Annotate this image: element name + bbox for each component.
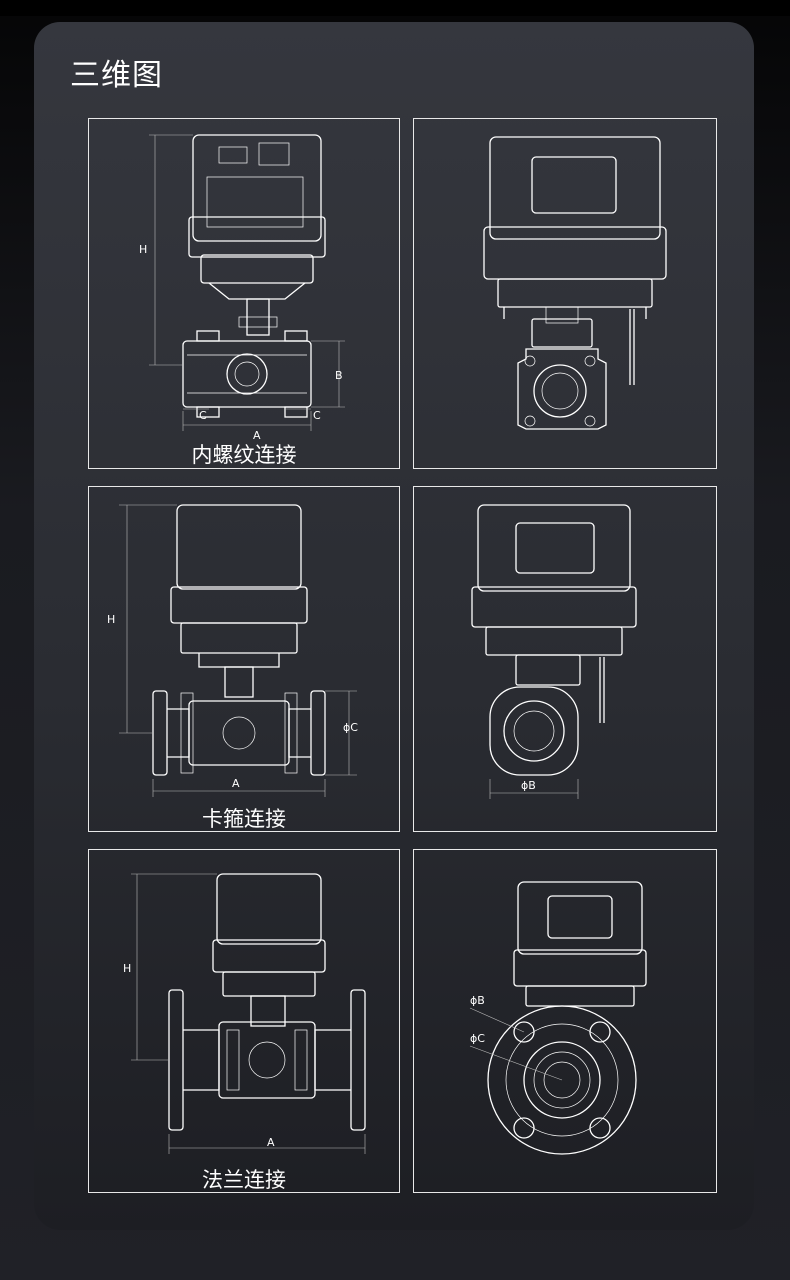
dimension-a-label: A — [267, 1136, 275, 1149]
clamp-valve-side-drawing: ϕB — [471, 504, 637, 799]
dimension-a-label: A — [232, 777, 240, 790]
panel-caption-flange: 法兰连接 — [202, 1168, 286, 1192]
dimension-c-right-label: C — [313, 409, 321, 422]
dimension-phic-label: ϕC — [470, 1032, 485, 1045]
panel-caption-threaded: 内螺纹连接 — [191, 443, 297, 467]
dimension-a-label: A — [253, 429, 261, 442]
drawing-panel-flange-side: ϕB ϕC — [413, 849, 717, 1193]
drawing-panel-clamp-side: ϕB — [413, 486, 717, 832]
dimension-phib-label: ϕB — [521, 779, 536, 792]
drawing-panel-flange-front: H A 法兰连接 — [88, 849, 400, 1193]
dimension-c-left-label: C — [199, 409, 207, 422]
panel-caption-clamp: 卡箍连接 — [202, 807, 286, 831]
flange-valve-front-drawing: H A — [123, 873, 366, 1154]
clamp-valve-front-drawing: H ϕC A — [107, 504, 358, 797]
page-title: 三维图 — [70, 58, 163, 93]
dimension-h-label: H — [139, 243, 147, 256]
dimension-b-label: B — [335, 369, 343, 382]
threaded-valve-side-drawing — [483, 136, 667, 430]
threaded-valve-front-drawing: H B A C C — [139, 134, 345, 442]
dimension-phib-label: ϕB — [470, 994, 485, 1007]
dimension-h-label: H — [107, 613, 115, 626]
content-card — [34, 22, 754, 1230]
top-bar — [0, 0, 790, 16]
dimension-phic-label: ϕC — [343, 721, 358, 734]
drawing-panel-threaded-front: H B A C C 内螺纹连接 — [88, 118, 400, 469]
dimension-h-label: H — [123, 962, 131, 975]
flange-valve-side-drawing: ϕB ϕC — [469, 881, 647, 1155]
drawing-panel-clamp-front: H ϕC A 卡箍连接 — [88, 486, 400, 832]
drawing-panel-threaded-side — [413, 118, 717, 469]
